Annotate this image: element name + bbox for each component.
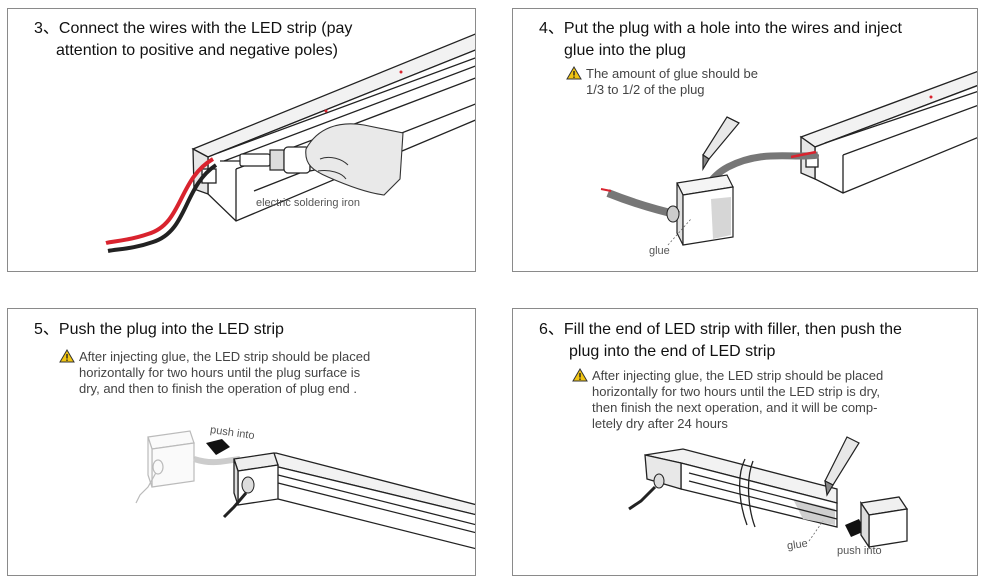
- note-line: letely dry after 24 hours: [592, 416, 728, 431]
- arrow-icon: [206, 439, 230, 455]
- step-3-panel: 3、Connect the wires with the LED strip (…: [7, 8, 476, 272]
- title-line: Put the plug with a hole into the wires …: [563, 20, 902, 37]
- title-line: Fill the end of LED strip with filler, t…: [563, 321, 902, 338]
- step-number: 5、: [34, 321, 59, 338]
- push-label: push into: [837, 545, 882, 557]
- warning-icon: [566, 66, 582, 80]
- step-5-title: 5、Push the plug into the LED strip: [34, 319, 284, 341]
- note-line: horizontally for two hours until the LED…: [592, 384, 881, 399]
- step-6-title: 6、Fill the end of LED strip with filler,…: [539, 319, 902, 363]
- step-4-panel: 4、Put the plug with a hole into the wire…: [512, 8, 978, 272]
- title-line: attention to positive and negative poles…: [56, 42, 338, 59]
- note-line: horizontally for two hours until the plu…: [79, 365, 361, 380]
- title-line: Connect the wires with the LED strip (pa…: [58, 20, 353, 37]
- soldering-illustration: [105, 33, 475, 253]
- push-plug-illustration: [135, 430, 475, 550]
- note-line: The amount of glue should be: [586, 66, 759, 81]
- step-3-title: 3、Connect the wires with the LED strip (…: [34, 18, 352, 62]
- glue-injection-illustration: [600, 71, 977, 246]
- note-line: 1/3 to 1/2 of the plug: [586, 82, 705, 97]
- title-line: glue into the plug: [564, 42, 686, 59]
- step-5-note: After injecting glue, the LED strip shou…: [59, 349, 371, 397]
- glue-label: glue: [649, 245, 670, 257]
- step-6-note: After injecting glue, the LED strip shou…: [572, 368, 884, 432]
- title-line: plug into the end of LED strip: [569, 343, 776, 360]
- step-4-note: The amount of glue should be 1/3 to 1/2 …: [566, 66, 759, 98]
- warning-icon: [572, 368, 588, 382]
- arrow-icon: [845, 519, 865, 537]
- step-number: 6、: [539, 321, 564, 338]
- note-line: dry, and then to finish the operation of…: [79, 381, 358, 396]
- note-line: After injecting glue, the LED strip shou…: [592, 368, 884, 383]
- step-number: 3、: [34, 20, 59, 37]
- note-line: After injecting glue, the LED strip shou…: [79, 349, 371, 364]
- step-number: 4、: [539, 20, 564, 37]
- step-4-title: 4、Put the plug with a hole into the wire…: [539, 18, 902, 62]
- title-line: Push the plug into the LED strip: [58, 321, 284, 338]
- warning-icon: [59, 349, 75, 363]
- tool-label: electric soldering iron: [256, 197, 360, 209]
- filler-plug-illustration: [628, 436, 909, 550]
- step-5-panel: 5、Push the plug into the LED strip After…: [7, 308, 476, 576]
- note-line: then finish the next operation, and it w…: [592, 400, 878, 415]
- step-6-panel: 6、Fill the end of LED strip with filler,…: [512, 308, 978, 576]
